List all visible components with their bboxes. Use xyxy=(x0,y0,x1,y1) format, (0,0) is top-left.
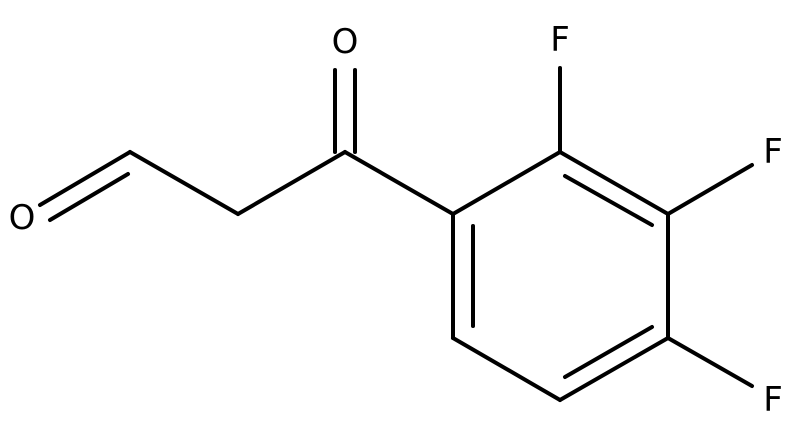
bond-cho-ch2 xyxy=(128,150,240,216)
atom-fluorine-2: F xyxy=(550,20,570,60)
bond-ring-c5-c6 xyxy=(451,336,562,402)
bond-ring-c2-c3 xyxy=(558,150,670,216)
bond-aldehyde-co-inner xyxy=(48,172,130,222)
atom-oxygen-aldehyde: O xyxy=(9,198,36,238)
atom-fluorine-4: F xyxy=(763,380,783,420)
atom-oxygen-ketone: O xyxy=(332,22,359,62)
bond-ketone-ring xyxy=(343,150,455,216)
bond-ring-c4-c5-inner xyxy=(563,325,654,379)
bond-aldehyde-co-outer xyxy=(38,150,132,207)
bond-ring-c4-c5 xyxy=(558,336,670,402)
bond-ring-c1-c2 xyxy=(451,150,562,216)
bond-ring-c2-c3-inner xyxy=(563,174,654,227)
bond-c3-f xyxy=(666,163,754,216)
bond-ch2-ketone xyxy=(236,150,347,216)
bond-c4-f xyxy=(666,336,754,388)
atom-fluorine-3: F xyxy=(763,132,783,172)
